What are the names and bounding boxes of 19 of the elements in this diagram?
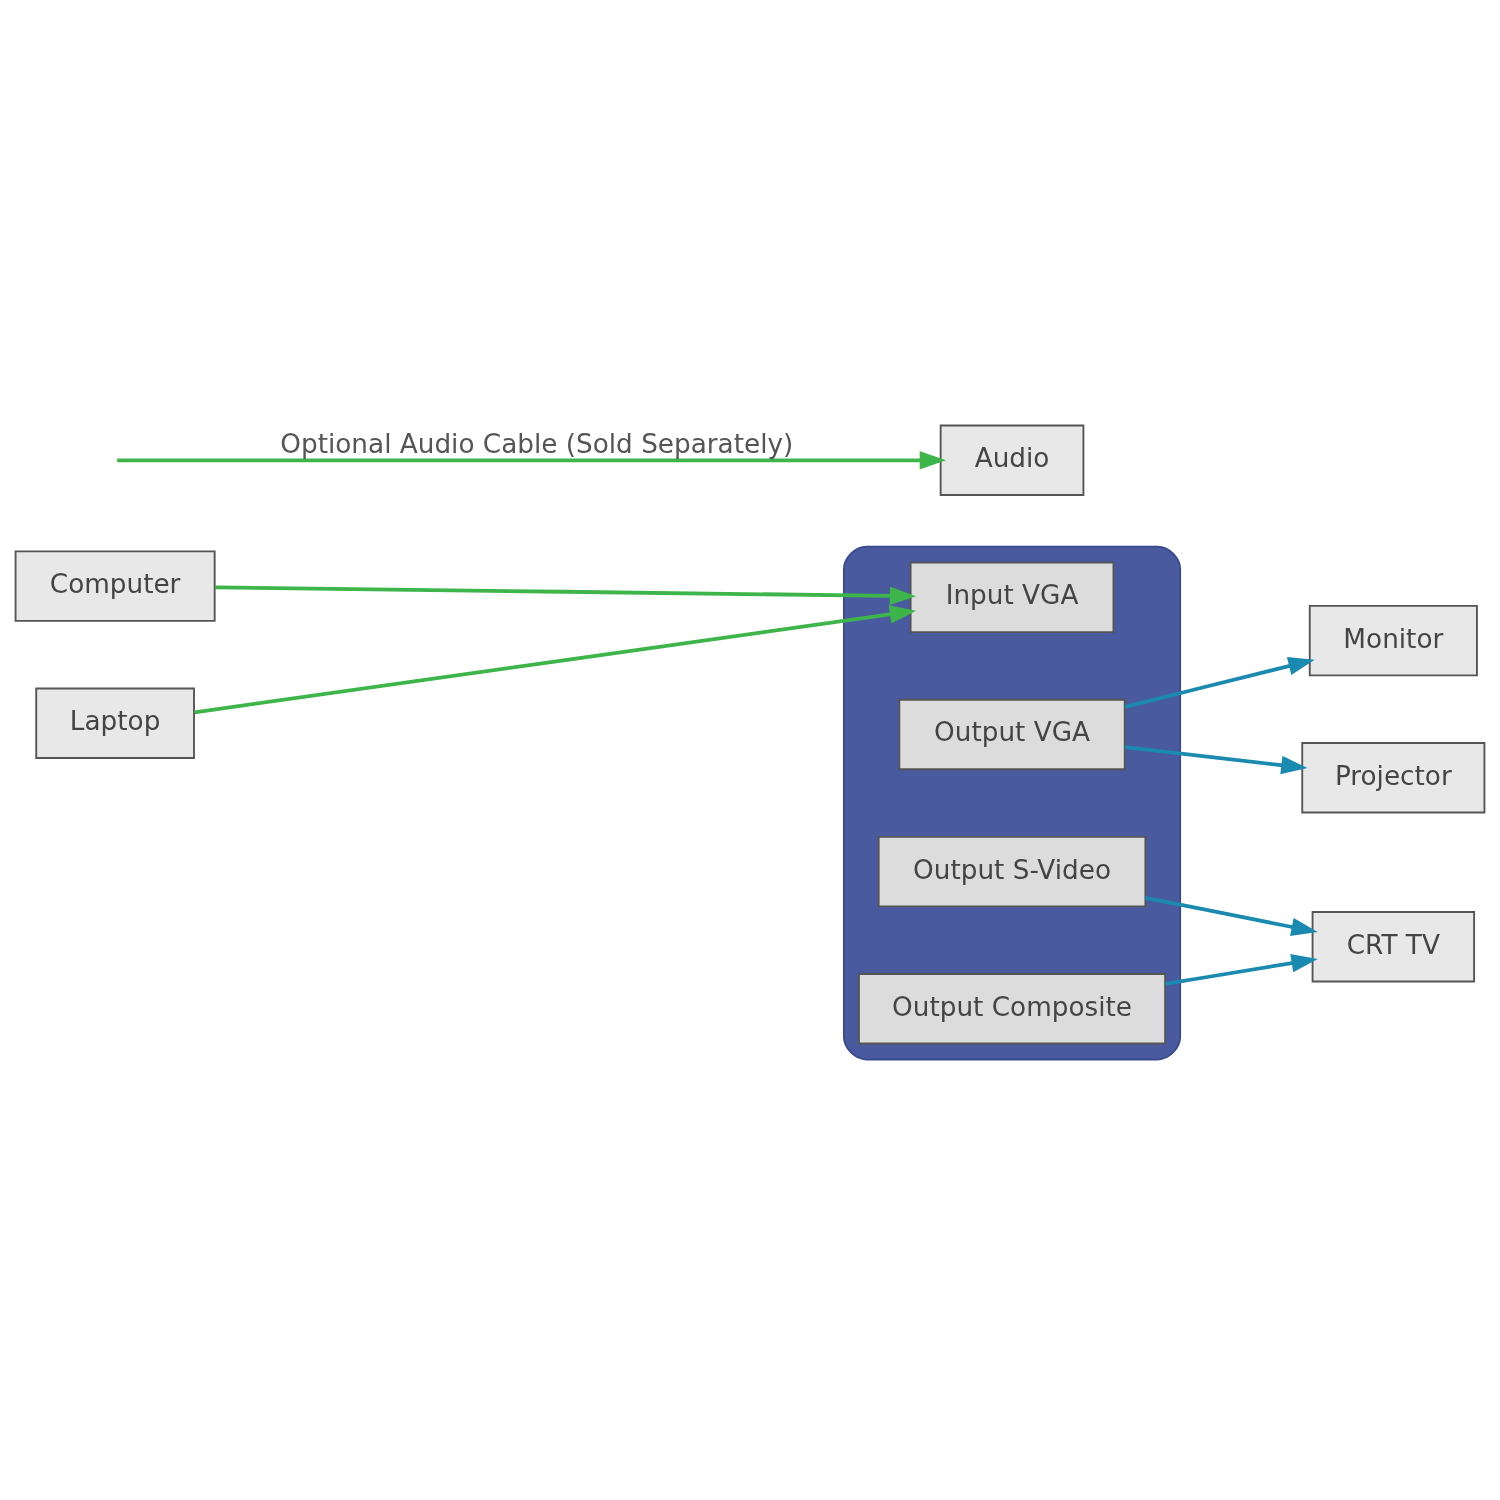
arrow <box>1124 657 1315 709</box>
cluster <box>842 545 1182 1061</box>
arrow <box>1124 745 1308 775</box>
node-box: Output VGA <box>898 698 1126 771</box>
node-box: Output Composite <box>858 973 1167 1045</box>
edge-label: Optional Audio Cable (Sold Separately) <box>280 429 794 460</box>
arrow <box>1165 954 1318 986</box>
node-box: Computer <box>14 550 216 622</box>
arrow <box>194 605 917 715</box>
node-box: Projector <box>1301 742 1486 814</box>
node-box: CRT TV <box>1311 911 1476 983</box>
node-box: Input VGA <box>909 561 1115 634</box>
arrow <box>1145 895 1318 936</box>
arrow <box>117 451 947 470</box>
arrow <box>215 585 917 606</box>
node-box: Laptop <box>35 687 195 759</box>
node-box: Audio <box>939 424 1085 496</box>
node-box: Monitor <box>1308 604 1478 677</box>
node-box: Output S-Video <box>877 835 1147 908</box>
